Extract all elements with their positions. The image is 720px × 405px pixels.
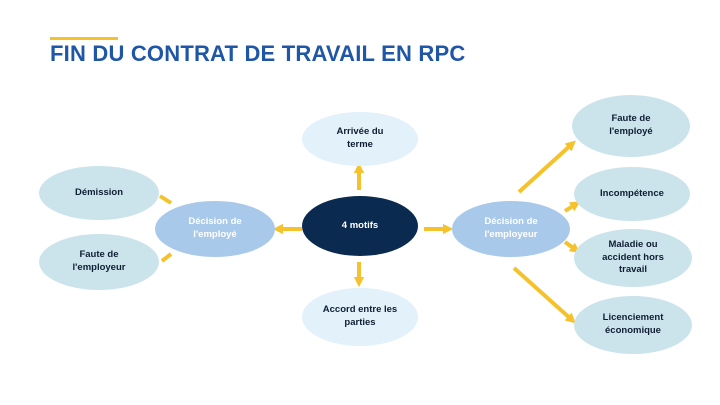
arrow-to-faute-employe — [517, 140, 576, 194]
node-faute-employeur-label: Faute de l'employeur — [72, 249, 126, 273]
node-faute-employe-label: Faute de l'employé — [609, 113, 653, 137]
node-demission-label: Démission — [74, 186, 124, 198]
node-faute-employe: Faute de l'employé — [572, 95, 690, 157]
arrow-to-maladie — [563, 240, 581, 254]
node-accord-entre-les-parties: Accord entre les parties — [302, 288, 418, 346]
slide-title: FIN DU CONTRAT DE TRAVAIL EN RPC — [50, 41, 466, 66]
node-licenciement-label: Licenciement économique — [602, 312, 664, 336]
node-demission: Démission — [39, 166, 159, 220]
node-arrivee-du-terme-label: Arrivée du terme — [336, 126, 384, 150]
node-incompetence-label: Incompétence — [600, 187, 664, 199]
connector-demission — [158, 194, 173, 205]
title-accent-bar — [50, 37, 118, 40]
arrow-to-incompetence — [563, 201, 581, 213]
node-accord-label: Accord entre les parties — [322, 304, 398, 328]
node-licenciement: Licenciement économique — [574, 296, 692, 354]
node-decision-employeur-label: Décision de l'employeur — [484, 216, 538, 240]
node-arrivee-du-terme: Arrivée du terme — [302, 112, 418, 166]
node-4-motifs: 4 motifs — [302, 196, 418, 256]
node-incompetence: Incompétence — [574, 167, 690, 221]
node-decision-employe-label: Décision de l'employé — [188, 216, 242, 240]
node-decision-employeur: Décision de l'employeur — [452, 201, 570, 257]
arrow-to-licenciement — [512, 266, 576, 324]
node-decision-employe: Décision de l'employé — [155, 201, 275, 257]
node-maladie: Maladie ou accident hors travail — [574, 229, 692, 287]
node-faute-employeur: Faute de l'employeur — [39, 234, 159, 290]
node-maladie-label: Maladie ou accident hors travail — [602, 238, 664, 276]
node-4-motifs-label: 4 motifs — [341, 219, 379, 231]
connector-faute-employeur — [160, 252, 173, 263]
